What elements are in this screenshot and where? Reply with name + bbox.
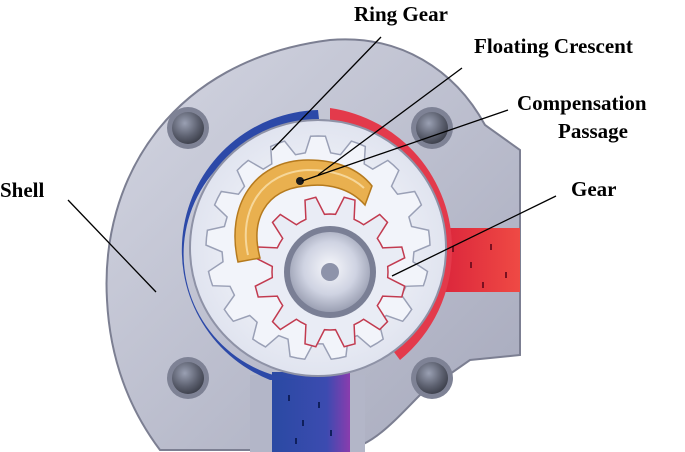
shaft-center	[321, 263, 339, 281]
leader-compensation-passage	[301, 109, 509, 182]
leader-ring-gear	[271, 36, 382, 151]
inlet-channel	[272, 372, 350, 452]
leader-lines	[67, 36, 557, 293]
bolt-bottom-right	[411, 357, 453, 399]
mounting-bolts	[167, 107, 453, 399]
bolt-top-left	[167, 107, 209, 149]
floating-crescent	[234, 159, 373, 263]
crescent-highlight	[244, 168, 365, 256]
inlet-port	[272, 372, 350, 452]
crescent-body	[234, 159, 373, 263]
bolt-top-right	[411, 107, 453, 149]
label-floating-crescent: Floating Crescent	[474, 34, 633, 58]
compensation-hole	[296, 177, 304, 185]
outlet-flow-marks	[452, 244, 507, 288]
label-ring-gear: Ring Gear	[354, 2, 448, 26]
label-compensation: Compensation	[517, 91, 647, 115]
labels: Ring Gear Floating Crescent Compensation…	[0, 2, 647, 202]
label-gear: Gear	[571, 177, 616, 201]
leader-floating-crescent	[317, 67, 463, 176]
inlet-flow-marks	[288, 395, 332, 444]
label-passage: Passage	[558, 119, 628, 143]
bolt-bottom-left	[167, 357, 209, 399]
gear-hub	[284, 226, 376, 318]
label-shell: Shell	[0, 178, 45, 202]
leader-gear	[391, 195, 557, 277]
leader-shell	[67, 199, 157, 293]
